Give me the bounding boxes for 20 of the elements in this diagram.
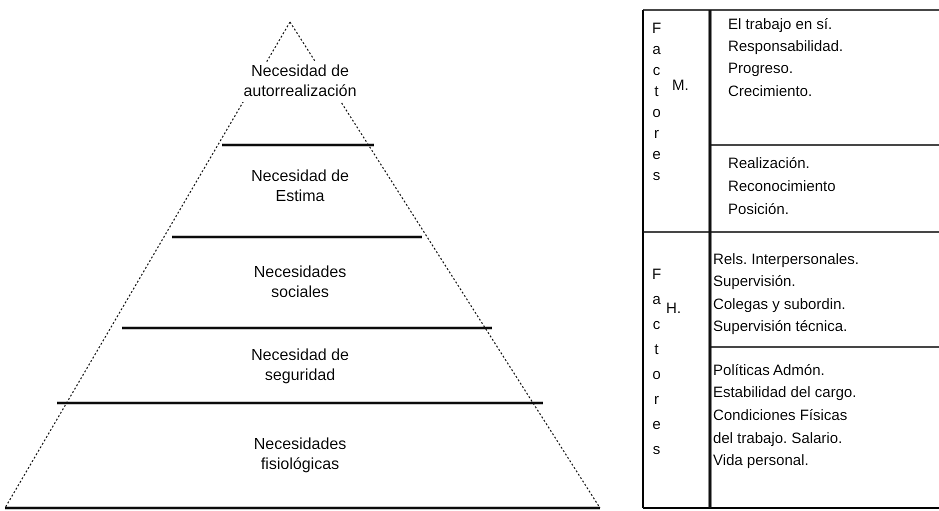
table-text: Realización.: [728, 155, 810, 173]
table-text: Estabilidad del cargo.: [713, 384, 856, 402]
table-text: del trabajo. Salario.: [713, 430, 842, 448]
table-text: Responsabilidad.: [728, 38, 844, 56]
table-text: Vida personal.: [713, 452, 809, 470]
table-text: H.: [666, 300, 681, 318]
table-text: El trabajo en sí.: [728, 16, 832, 34]
table-text: Supervisión.: [713, 273, 796, 291]
table-text: Políticas Admón.: [713, 362, 825, 380]
vertical-heading: Factores: [652, 265, 661, 460]
table-text: Crecimiento.: [728, 83, 812, 101]
table-text: Condiciones Físicas: [713, 407, 848, 425]
vertical-heading: Factores: [652, 19, 661, 186]
table-text: Posición.: [728, 201, 789, 219]
table-text: Supervisión técnica.: [713, 318, 848, 336]
table-text: Reconocimiento: [728, 178, 836, 196]
table-text: Progreso.: [728, 60, 794, 78]
table-text: M.: [672, 77, 689, 95]
table-text: Colegas y subordin.: [713, 296, 846, 314]
table-text: Rels. Interpersonales.: [713, 251, 859, 269]
